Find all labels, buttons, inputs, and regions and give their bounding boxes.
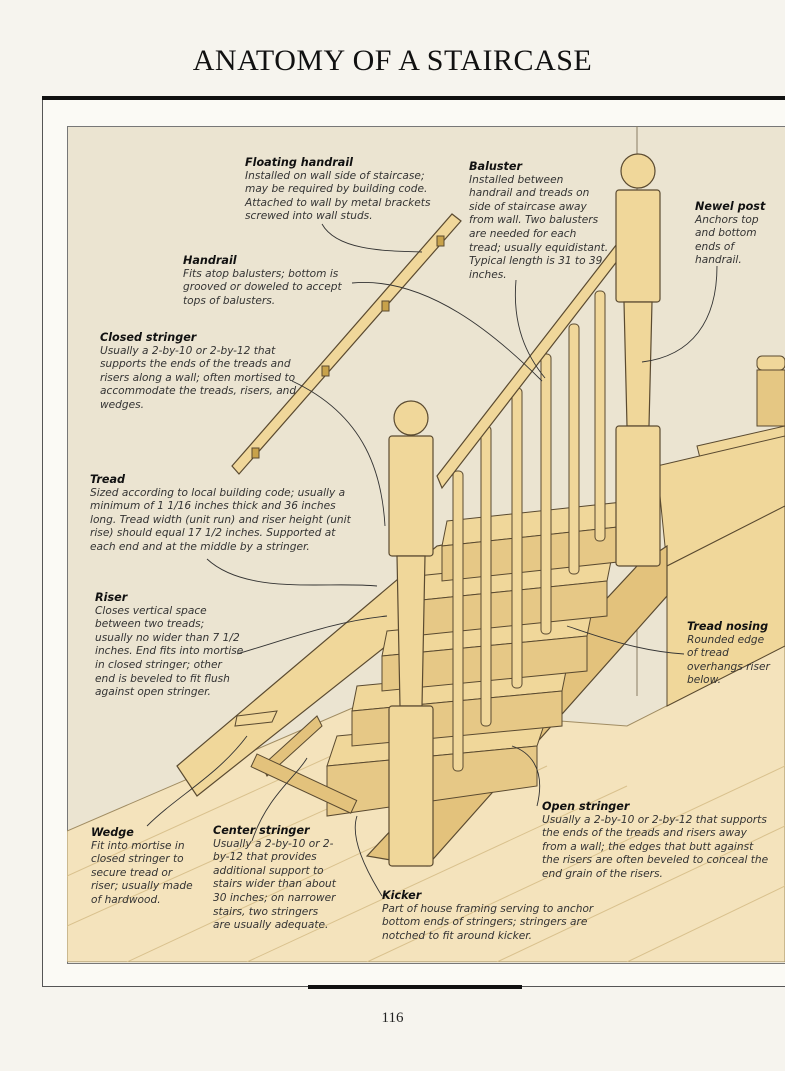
label-handrail: Handrail Fits atop balusters; bottom is … <box>183 254 358 308</box>
label-text: Installed between handrail and treads on… <box>469 173 609 281</box>
label-name: Wedge <box>91 826 134 839</box>
label-name: Kicker <box>382 889 422 902</box>
label-tread: Tread Sized according to local building … <box>90 473 362 555</box>
label-name: Closed stringer <box>100 331 197 344</box>
label-newel-post: Newel post Anchors top and bottom ends o… <box>695 200 775 268</box>
label-closed-stringer: Closed stringer Usually a 2-by-10 or 2-b… <box>100 331 300 413</box>
label-wedge: Wedge Fit into mortise in closed stringe… <box>91 826 201 908</box>
title-rule <box>42 96 785 101</box>
label-text: Fits atop balusters; bottom is grooved o… <box>183 267 342 307</box>
label-floating-handrail: Floating handrail Installed on wall side… <box>245 156 445 224</box>
handrail-brackets <box>251 235 445 459</box>
label-name: Tread <box>90 473 126 486</box>
page-title: ANATOMY OF A STAIRCASE <box>192 44 593 77</box>
label-text: Rounded edge of tread overhangs riser be… <box>687 633 770 687</box>
label-kicker: Kicker Part of house framing serving to … <box>382 889 617 943</box>
leader-lines <box>146 223 718 897</box>
label-text: Closes vertical space between two treads… <box>95 604 244 699</box>
label-text: Part of house framing serving to anchor … <box>382 902 594 942</box>
lower-newel-post <box>388 400 434 867</box>
staircase-illustration <box>67 126 785 962</box>
label-baluster: Baluster Installed between handrail and … <box>469 160 609 282</box>
label-text: Usually a 2-by-10 or 2-by-12 that provid… <box>213 837 336 932</box>
label-name: Riser <box>95 591 128 604</box>
upper-landing <box>656 355 785 707</box>
label-name: Tread nosing <box>687 620 769 633</box>
label-name: Handrail <box>183 254 237 267</box>
upper-newel-post <box>615 153 661 567</box>
bottom-rule <box>308 985 522 989</box>
kicker <box>250 753 358 814</box>
label-name: Open stringer <box>542 800 630 813</box>
floating-handrail <box>231 213 462 475</box>
label-name: Center stringer <box>213 824 310 837</box>
label-text: Anchors top and bottom ends of handrail. <box>695 213 759 267</box>
label-center-stringer: Center stringer Usually a 2-by-10 or 2-b… <box>213 824 338 933</box>
label-text: Fit into mortise in closed stringer to s… <box>91 839 193 906</box>
label-riser: Riser Closes vertical space between two … <box>95 591 245 700</box>
label-name: Baluster <box>469 160 522 173</box>
wedge <box>234 710 278 727</box>
label-text: Sized according to local building code; … <box>90 486 351 553</box>
label-tread-nosing: Tread nosing Rounded edge of tread overh… <box>687 620 777 688</box>
label-name: Newel post <box>695 200 766 213</box>
label-text: Usually a 2-by-10 or 2-by-12 that suppor… <box>100 344 297 411</box>
label-text: Usually a 2-by-10 or 2-by-12 that suppor… <box>542 813 769 880</box>
label-name: Floating handrail <box>245 156 353 169</box>
label-text: Installed on wall side of staircase; may… <box>245 169 431 223</box>
balusters <box>452 290 606 772</box>
label-open-stringer: Open stringer Usually a 2-by-10 or 2-by-… <box>542 800 772 882</box>
page-number: 116 <box>381 1010 404 1026</box>
